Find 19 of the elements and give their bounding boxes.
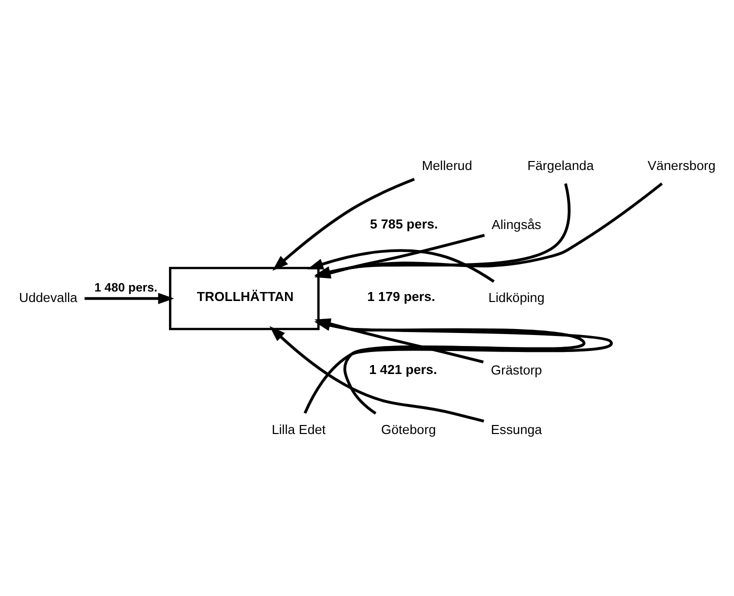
node-text: Färgelanda (527, 158, 594, 173)
label: 1 179 pers. (367, 288, 436, 304)
edge-label: 1 480 pers. (94, 280, 158, 294)
node-text: Essunga (490, 421, 542, 436)
node-text: Lilla Edet (272, 421, 326, 436)
node-text: Alingsås (492, 216, 542, 232)
arrow (307, 248, 495, 282)
arrow (84, 292, 174, 304)
node-text: Grästorp (490, 362, 542, 378)
node-text: Lidköping (488, 289, 545, 304)
arrow (270, 326, 484, 422)
node-text: Uddevalla (18, 289, 78, 304)
node-text: Mellerud (422, 158, 472, 173)
label: 1 421 pers. (369, 361, 437, 376)
node-text: Göteborg (381, 421, 436, 436)
arrow (272, 177, 415, 270)
node-text: Vänersborg (648, 158, 716, 173)
node-box: TROLLHÄTTAN (168, 266, 320, 330)
label: 5 785 pers. (370, 216, 438, 231)
